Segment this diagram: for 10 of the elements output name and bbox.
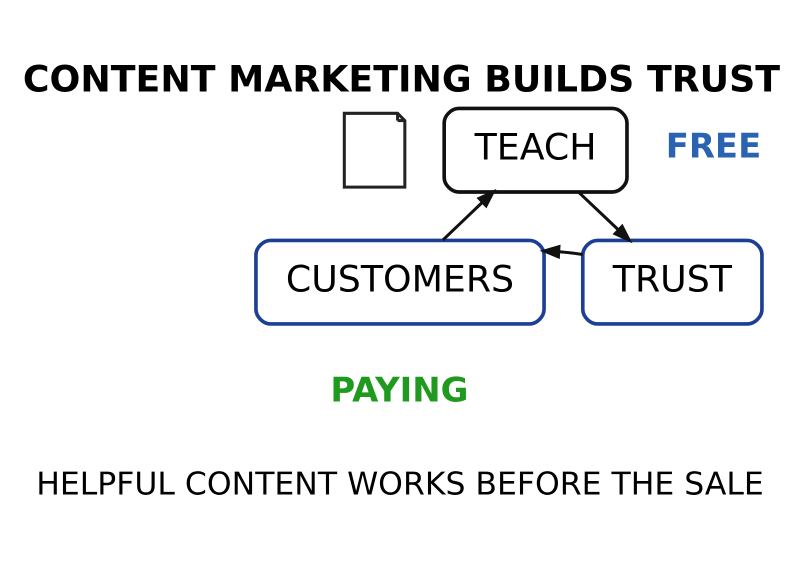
- node-box: CUSTOMERS: [254, 238, 546, 326]
- arrow: [577, 190, 632, 244]
- node-label: PAYING: [330, 370, 468, 410]
- arrow: [442, 188, 496, 242]
- arrow: [540, 244, 583, 260]
- caption: HELPFUL CONTENT WORKS BEFORE THE SALE: [36, 466, 764, 502]
- node-label: FREE: [666, 126, 762, 166]
- node-box: TEACH: [442, 106, 629, 194]
- diagram-title: CONTENT MARKETING BUILDS TRUST: [22, 58, 780, 101]
- node-box: TRUST: [580, 238, 764, 326]
